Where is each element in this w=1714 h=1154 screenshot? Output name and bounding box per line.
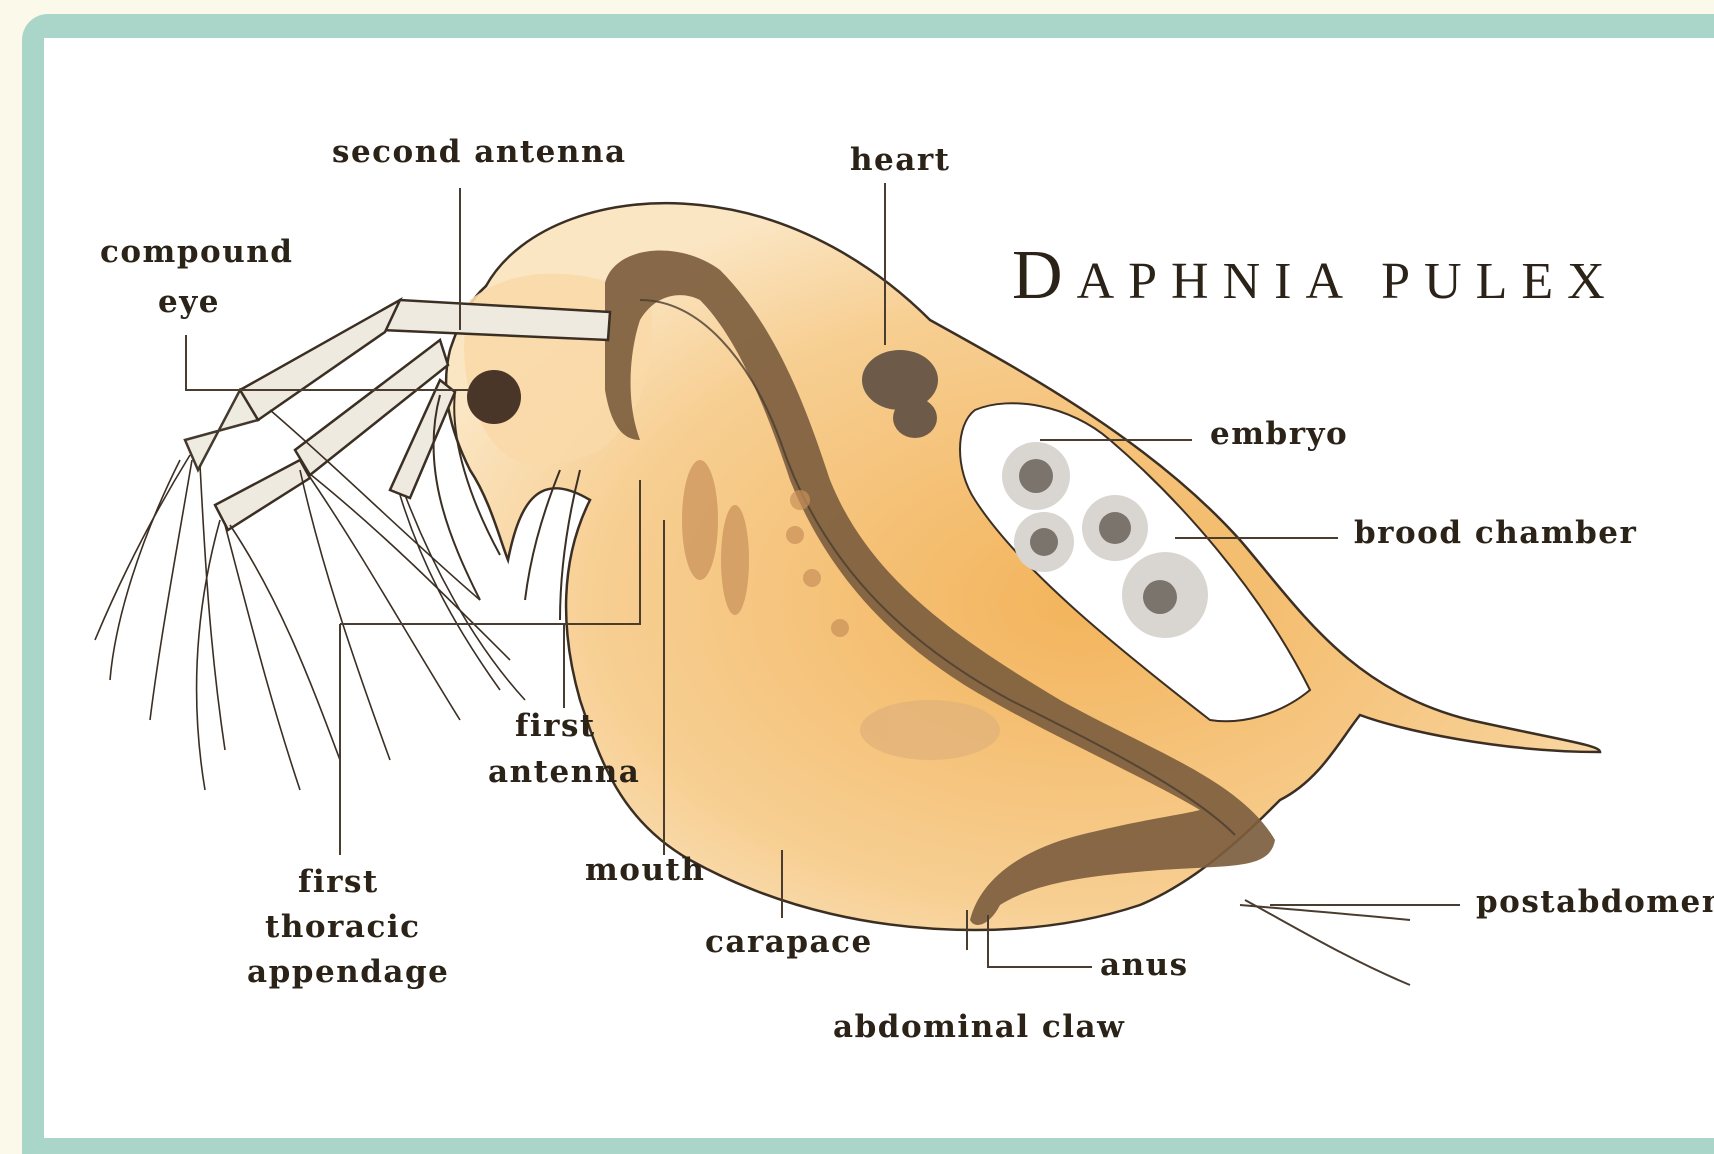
heart-organ [862, 350, 938, 410]
title-rest: APHNIA PULEX [1077, 253, 1619, 310]
title-initial: D [1012, 237, 1077, 314]
label-postabdomen: postabdomen [1476, 884, 1714, 920]
label-carapace: carapace [705, 924, 873, 960]
label-first-antenna-2: antenna [488, 754, 640, 790]
label-second-antenna: second antenna [332, 134, 627, 170]
label-compound-eye-2: eye [158, 284, 220, 320]
label-first-thoracic-1: first [298, 864, 379, 900]
label-first-antenna-1: first [515, 708, 596, 744]
label-brood-chamber: brood chamber [1354, 515, 1637, 551]
label-embryo: embryo [1210, 416, 1348, 452]
label-anus: anus [1100, 947, 1189, 983]
diagram-title: DAPHNIA PULEX [1012, 237, 1619, 314]
label-abdominal-claw: abdominal claw [833, 1009, 1125, 1045]
compound-eye-organ [467, 370, 521, 424]
label-mouth: mouth [585, 852, 705, 888]
label-first-thoracic-2: thoracic [265, 909, 420, 945]
label-compound-eye-1: compound [100, 234, 293, 270]
label-first-thoracic-3: appendage [247, 954, 449, 990]
label-heart: heart [850, 142, 951, 178]
